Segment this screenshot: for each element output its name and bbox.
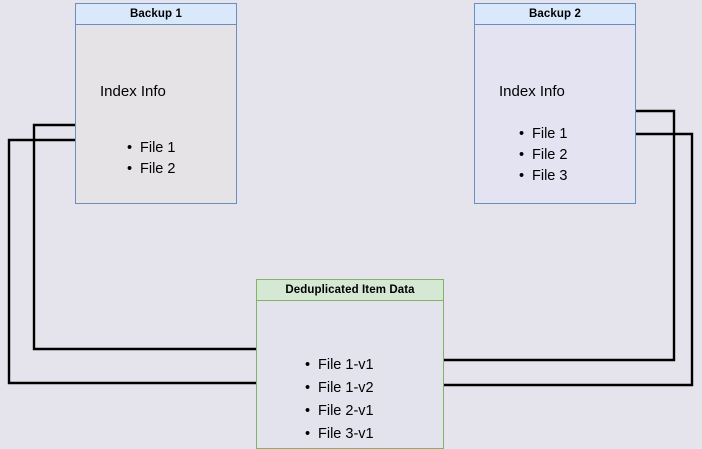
list-item: File 1 [127, 138, 175, 159]
deduplicated-file-list: File 1-v1 File 1-v2 File 2-v1 File 3-v1 [305, 354, 374, 446]
deduplicated-item-data-title: Deduplicated Item Data [257, 280, 443, 301]
backup-1-file-list: File 1 File 2 [127, 138, 175, 180]
list-item: File 2 [127, 159, 175, 180]
backup-1-title: Backup 1 [76, 4, 236, 25]
backup-2-file-list: File 1 File 2 File 3 [519, 124, 567, 187]
backup-1-box[interactable]: Backup 1 Index Info File 1 File 2 [75, 3, 237, 204]
deduplicated-item-data-body: File 1-v1 File 1-v2 File 2-v1 File 3-v1 [257, 301, 443, 448]
list-item: File 3-v1 [305, 423, 374, 446]
backup-1-body: Index Info File 1 File 2 [76, 25, 236, 203]
backup-2-title: Backup 2 [475, 4, 635, 25]
deduplicated-item-data-box[interactable]: Deduplicated Item Data File 1-v1 File 1-… [256, 279, 444, 449]
backup-2-box[interactable]: Backup 2 Index Info File 1 File 2 File 3 [474, 3, 636, 204]
list-item: File 1 [519, 124, 567, 145]
backup-2-index-info-label: Index Info [499, 83, 565, 100]
list-item: File 3 [519, 166, 567, 187]
list-item: File 1-v1 [305, 354, 374, 377]
backup-2-body: Index Info File 1 File 2 File 3 [475, 25, 635, 203]
list-item: File 1-v2 [305, 377, 374, 400]
list-item: File 2 [519, 145, 567, 166]
backup-1-index-info-label: Index Info [100, 83, 166, 100]
list-item: File 2-v1 [305, 400, 374, 423]
